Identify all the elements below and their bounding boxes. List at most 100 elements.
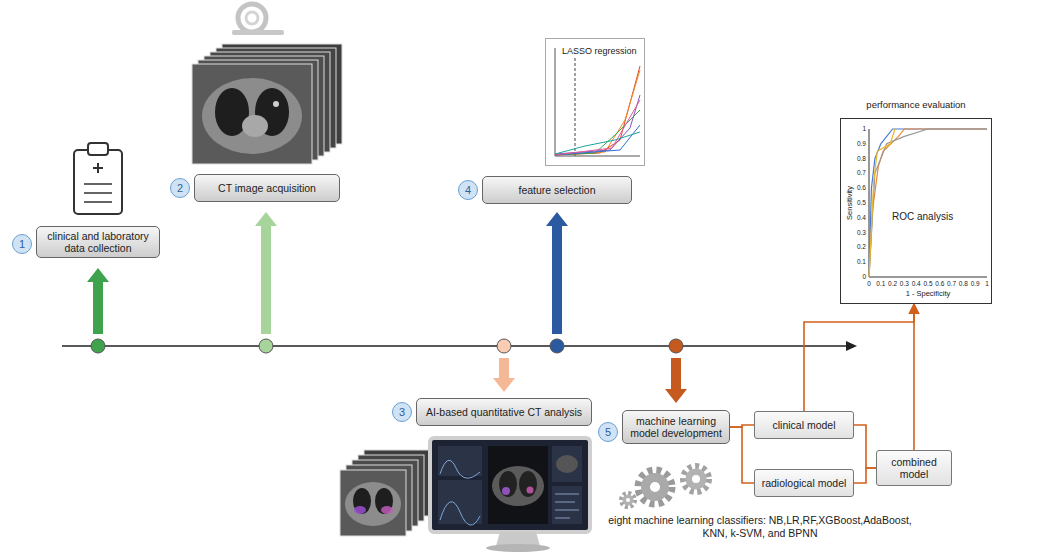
connector (854, 468, 876, 483)
block-arrow (255, 212, 277, 334)
ct-image-stack (192, 64, 312, 164)
axis-tick: 0.7 (944, 280, 960, 288)
lasso-plot-lines (555, 132, 640, 154)
axis-title: 1 - Specificity (869, 289, 987, 298)
ct-overlay-stack (340, 450, 430, 536)
roc-curves (869, 129, 987, 277)
roc-curves (869, 129, 895, 277)
lasso-plot-lines (555, 100, 640, 155)
clipboard-icon (74, 150, 122, 214)
axis-tick: 0.1 (849, 258, 866, 266)
ct-overlay-stack (375, 488, 393, 514)
gears-icon (623, 495, 634, 506)
ct-overlay-stack (353, 488, 371, 514)
model-text: radiological model (762, 477, 847, 489)
block-arrow (665, 358, 687, 403)
workstation-monitor (552, 486, 582, 524)
lasso-plot-lines (555, 66, 640, 155)
axis-title: Sensitivity (845, 186, 854, 220)
step-text: feature selection (518, 184, 595, 196)
axis-tick: 0.8 (955, 280, 971, 288)
axis-tick: 0.8 (849, 155, 866, 163)
block-arrow (87, 212, 687, 403)
model-text: combined model (882, 456, 946, 480)
roc-curves (869, 129, 987, 277)
timeline-dot (91, 339, 683, 353)
workstation-monitor (527, 487, 534, 494)
step-number: 2 (170, 178, 190, 198)
roc-plot: performance evaluationROC analysis00.10.… (838, 96, 994, 304)
axis-tick: 1 (849, 125, 866, 133)
step-text: machine learning model development (628, 415, 724, 439)
axis-tick: 0.1 (873, 280, 889, 288)
axis-tick: 1 (979, 280, 995, 288)
lasso-plot-lines (555, 110, 640, 155)
ct-image-stack (202, 78, 302, 154)
roc-text: ROC analysis (891, 211, 954, 223)
ct-overlay-stack (345, 482, 401, 526)
timeline-dot (259, 339, 273, 353)
lasso-plot-lines (555, 125, 640, 155)
workstation-monitor (486, 544, 550, 552)
workstation-monitor (502, 487, 510, 495)
axis-tick: 0.7 (849, 169, 866, 177)
step-box: CT image acquisition (194, 174, 340, 202)
step-number-text: 2 (177, 183, 183, 194)
scanner-icon (232, 30, 284, 35)
step-text: AI-based quantitative CT analysis (426, 406, 582, 418)
step-box: clinical and laboratory data collection (36, 226, 160, 258)
gears-icon (621, 466, 709, 507)
gears-icon (650, 482, 660, 492)
clipboard-icon (74, 143, 122, 214)
step-number-text: 3 (399, 407, 405, 418)
axis-tick: 0.3 (849, 229, 866, 237)
ct-overlay-stack (354, 506, 366, 514)
lasso-plot-lines (555, 48, 640, 156)
roc-curves (869, 129, 987, 277)
workstation-monitor (519, 471, 537, 497)
ct-image-stack (192, 44, 342, 164)
workstation-monitor (440, 502, 480, 525)
block-arrow (87, 268, 109, 334)
plot-title: LASSO regression (561, 46, 638, 57)
step-number: 1 (12, 234, 32, 254)
connector (913, 304, 915, 450)
lasso-plot-lines (555, 95, 640, 154)
workstation-monitor (430, 438, 590, 532)
timeline-dot (550, 339, 564, 353)
lasso-plot: LASSO regression (545, 38, 645, 166)
axis-tick: 0.5 (920, 280, 936, 288)
gears-icon (692, 475, 700, 483)
step-number: 4 (458, 180, 478, 200)
workstation-monitor (438, 446, 482, 476)
clipboard-icon (93, 163, 103, 173)
timeline-dot (91, 339, 105, 353)
lasso-plot-lines (575, 48, 576, 156)
classifier-note: eight machine learning classifiers: NB,L… (600, 514, 920, 540)
axis-tick: 0.9 (849, 140, 866, 148)
workstation-monitor (552, 446, 582, 482)
axis-tick: 0.6 (932, 280, 948, 288)
model-text: clinical model (772, 419, 835, 431)
lasso-plot-lines (555, 70, 640, 155)
timeline-dot (497, 339, 511, 353)
workstation-monitor (488, 446, 548, 524)
roc-text: performance evaluation (838, 99, 994, 111)
step-number-text: 5 (605, 427, 611, 438)
axis-tick: 0.2 (885, 280, 901, 288)
workstation-monitor (556, 455, 578, 473)
workstation-monitor (430, 438, 590, 552)
workstation-monitor (499, 471, 517, 497)
step-number: 3 (392, 402, 412, 422)
plot-frame: ROC analysis00.10.20.30.40.50.60.70.80.9… (840, 118, 992, 304)
workstation-monitor (492, 466, 544, 506)
roc-curves (869, 129, 987, 277)
model-box: clinical model (754, 411, 854, 439)
axis-tick: 0 (861, 280, 877, 288)
ct-image-stack (273, 101, 279, 107)
model-box: radiological model (754, 469, 854, 497)
workstation-monitor (438, 480, 482, 524)
axis-tick: 0.9 (967, 280, 983, 288)
timeline-dot (669, 339, 683, 353)
